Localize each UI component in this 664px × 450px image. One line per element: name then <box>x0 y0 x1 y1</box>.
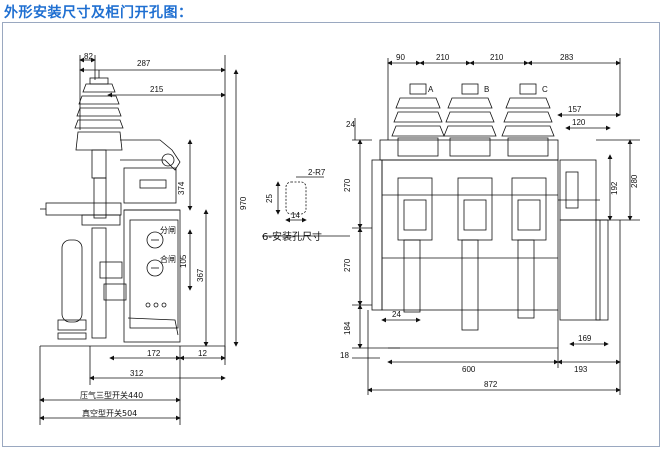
front-dim-193: 193 <box>574 365 588 374</box>
side-dim-172: 172 <box>147 349 161 358</box>
front-dim-18: 18 <box>340 351 349 360</box>
phase-label-b: B <box>484 85 489 94</box>
cutout-dim-14: 14 <box>291 211 300 220</box>
front-dim-120: 120 <box>572 118 586 127</box>
side-dim-970: 970 <box>239 196 248 210</box>
side-dim-312: 312 <box>130 369 144 378</box>
front-dim-210-b: 210 <box>490 53 504 62</box>
front-dim-270-top: 270 <box>343 178 352 192</box>
front-dim-872: 872 <box>484 380 498 389</box>
front-dim-270-bottom: 270 <box>343 258 352 272</box>
side-dim-367: 367 <box>196 268 205 282</box>
front-dim-157: 157 <box>568 105 582 114</box>
front-dim-600: 600 <box>462 365 476 374</box>
front-view <box>352 58 640 395</box>
drawing-frame <box>2 22 660 447</box>
side-dim-82: 82 <box>84 52 93 61</box>
cutout-radius-label: 2-R7 <box>308 168 326 177</box>
phase-label-a: A <box>428 85 434 94</box>
side-dim-105: 105 <box>179 254 188 268</box>
front-dim-210-a: 210 <box>436 53 450 62</box>
label-vacuum-switch: 真空型开关504 <box>82 408 137 418</box>
side-dim-12: 12 <box>198 349 207 358</box>
front-dim-283: 283 <box>560 53 574 62</box>
front-dim-169: 169 <box>578 334 592 343</box>
panel-label-close: 合闸 <box>160 254 176 264</box>
cutout-detail <box>262 176 350 237</box>
side-dim-374: 374 <box>177 181 186 195</box>
front-dim-90: 90 <box>396 53 405 62</box>
side-dim-287: 287 <box>137 59 151 68</box>
cutout-dim-25: 25 <box>265 194 274 203</box>
panel-label-open: 分闸 <box>160 226 176 235</box>
front-dim-24-bottom: 24 <box>392 310 401 319</box>
front-dim-280: 280 <box>630 174 639 188</box>
side-view <box>39 55 239 425</box>
mounting-hole-label: 6-安装孔尺寸 <box>262 230 322 243</box>
phase-label-c: C <box>542 85 548 94</box>
front-dim-184: 184 <box>343 321 352 335</box>
front-dim-24-top: 24 <box>346 120 355 129</box>
label-gas-switch: 压气三型开关440 <box>80 390 143 400</box>
side-dim-215: 215 <box>150 85 164 94</box>
page-title: 外形安装尺寸及柜门开孔图： <box>4 5 193 21</box>
front-dim-192: 192 <box>610 181 619 195</box>
